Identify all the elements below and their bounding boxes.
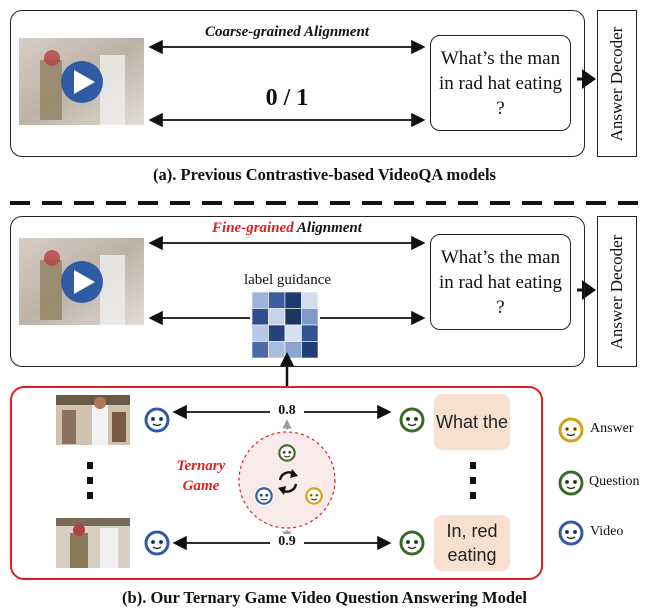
panel-b-box	[10, 216, 585, 367]
decoder-arrow-b	[582, 280, 596, 300]
answer-decoder-b-label: Answer Decoder	[607, 234, 626, 349]
legend-video: Video	[590, 524, 624, 539]
clip-thumbnail-top[interactable]	[56, 395, 130, 445]
answer-decoder-b[interactable]: Answer Decoder	[597, 216, 637, 367]
video-legend-icon	[558, 520, 584, 546]
answer-decoder-a[interactable]: Answer Decoder	[597, 10, 637, 157]
label-guidance-caption: label guidance	[243, 272, 332, 288]
ellipsis-left	[87, 462, 93, 499]
answer-legend-icon	[558, 417, 584, 443]
ternary-game-title-line1: Ternary	[176, 458, 226, 474]
alignment-word: Alignment	[293, 220, 362, 236]
ternary-game-title: Ternary Game	[170, 456, 232, 496]
caption-a: (a). Previous Contrastive-based VideoQA …	[153, 165, 496, 184]
label-guidance-matrix	[251, 291, 319, 359]
decoder-arrow-a	[582, 69, 596, 89]
coarse-alignment-label: Coarse-grained Alignment	[204, 24, 370, 40]
matrix-cell	[301, 341, 319, 359]
answer-chip-bottom[interactable]: In, red eating	[434, 515, 510, 571]
fine-grained-highlight: Fine-grained	[212, 220, 294, 236]
ternary-game-box	[10, 386, 543, 580]
score-bottom: 0.9	[270, 534, 304, 550]
question-box-b[interactable]: What’s the man in rad hat eating ?	[430, 234, 571, 330]
caption-b: (b). Our Ternary Game Video Question Ans…	[122, 588, 527, 607]
answer-chip-top[interactable]: What the	[434, 394, 510, 450]
cycle-icon	[278, 469, 298, 495]
score-top: 0.8	[270, 403, 304, 419]
clip-thumbnail-bottom[interactable]	[56, 518, 130, 568]
ternary-game-title-line2: Game	[182, 478, 220, 494]
answer-decoder-a-label: Answer Decoder	[607, 26, 626, 141]
question-legend-icon	[558, 470, 584, 496]
video-thumbnail-a[interactable]	[19, 38, 144, 125]
legend-question: Question	[589, 474, 640, 489]
binary-label: 0 / 1	[265, 85, 309, 111]
legend-answer: Answer	[590, 421, 634, 436]
fine-alignment-label: Fine-grained Alignment	[152, 220, 422, 237]
video-thumbnail-b[interactable]	[19, 238, 144, 325]
question-box-a[interactable]: What’s the man in rad hat eating ?	[430, 35, 571, 131]
ellipsis-right	[470, 462, 476, 499]
